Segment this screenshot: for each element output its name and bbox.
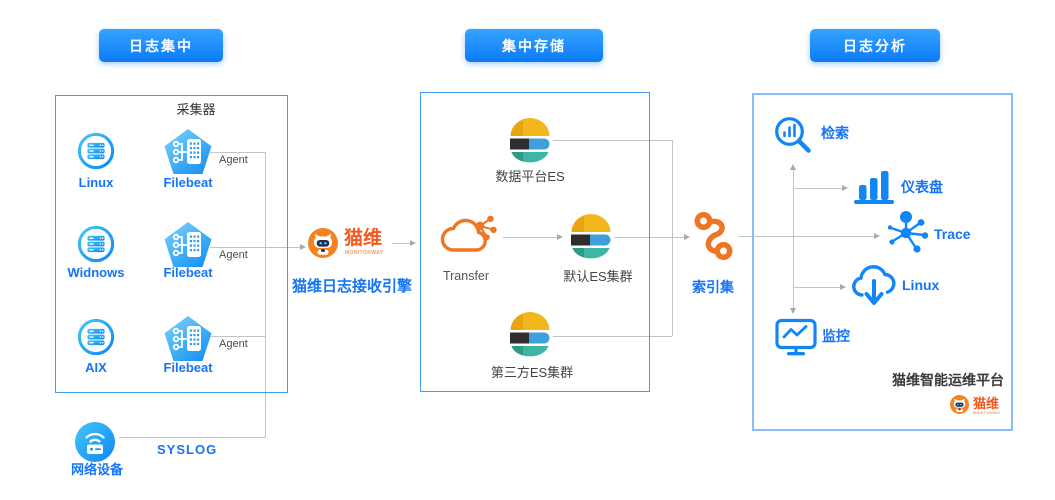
arrowhead-to-store <box>410 240 416 246</box>
stage-button-store-label: 集中存储 <box>502 37 566 54</box>
stage-button-collect-label: 日志集中 <box>129 37 193 54</box>
maowei-logo-icon <box>950 395 969 414</box>
engine-to-store-line <box>392 243 410 244</box>
index-set-label: 索引集 <box>692 279 734 295</box>
agent-label: Filebeat <box>163 265 213 280</box>
maowei-logo-icon <box>308 228 338 258</box>
branch-linux-line <box>793 287 840 288</box>
arrowhead-to-default-es <box>557 234 563 240</box>
transfer-icon <box>440 215 497 252</box>
agent-tag: Agent <box>219 249 248 261</box>
store-box <box>420 92 650 392</box>
indexset-to-analysis-line <box>738 236 874 237</box>
third-es-label: 第三方ES集群 <box>490 365 574 380</box>
linux-label: Linux <box>902 277 940 293</box>
agent-line-1 <box>210 152 265 153</box>
os-label: Widnows <box>67 265 125 280</box>
elasticsearch-icon <box>510 312 550 357</box>
third-es-out-line <box>553 336 672 337</box>
agent-label: Filebeat <box>163 360 213 375</box>
branch-dashboard-line <box>793 188 842 189</box>
stage-button-store: 集中存储 <box>465 29 603 62</box>
syslog-line <box>119 437 265 438</box>
default-es-label: 默认ES集群 <box>563 269 633 284</box>
stage-button-collect: 日志集中 <box>99 29 223 62</box>
agent-line-3 <box>210 336 265 337</box>
arrowhead-to-trace <box>874 233 880 239</box>
agent-tag: Agent <box>219 338 248 350</box>
analyze-box <box>752 93 1013 431</box>
analysis-distributor-line <box>793 170 794 308</box>
syslog-label: SYSLOG <box>157 442 218 457</box>
server-icon <box>77 132 115 170</box>
collector-title: 采集器 <box>176 102 216 117</box>
transfer-label: Transfer <box>442 269 490 283</box>
trace-label: Trace <box>934 226 971 242</box>
elasticsearch-icon <box>510 118 550 163</box>
transfer-to-es-line <box>503 237 557 238</box>
trace-icon <box>887 211 929 253</box>
filebeat-icon <box>164 316 212 361</box>
server-icon <box>77 318 115 356</box>
arrowhead-to-indexset <box>684 234 690 240</box>
linux-cloud-icon <box>852 265 896 305</box>
agent-tag: Agent <box>219 154 248 166</box>
search-icon <box>775 117 811 153</box>
arrowhead-to-monitor <box>790 308 796 314</box>
left-bus-line <box>265 152 266 438</box>
network-device-label: 网络设备 <box>70 462 124 477</box>
right-bus-line <box>672 140 673 336</box>
arrowhead-to-linux <box>840 284 846 290</box>
platform-brand: 猫维 <box>973 396 1000 411</box>
arrowhead-to-search <box>790 164 796 170</box>
data-es-label: 数据平台ES <box>495 169 565 184</box>
filebeat-icon <box>164 129 212 174</box>
elasticsearch-icon <box>571 214 611 259</box>
data-es-out-line <box>553 140 672 141</box>
search-label: 检索 <box>821 125 849 141</box>
stage-button-analyze-label: 日志分析 <box>843 37 907 54</box>
os-label: Linux <box>78 175 114 190</box>
dashboard-icon <box>854 171 894 204</box>
server-icon <box>77 225 115 263</box>
index-set-icon <box>694 212 733 260</box>
stage-button-analyze: 日志分析 <box>810 29 940 62</box>
engine-label: 猫维日志接收引擎 <box>291 278 413 295</box>
arrowhead-to-dashboard <box>842 185 848 191</box>
engine-brand: 猫维 <box>344 228 383 249</box>
monitor-icon <box>775 318 817 356</box>
network-device-icon <box>75 422 115 462</box>
filebeat-icon <box>164 222 212 267</box>
dashboard-label: 仪表盘 <box>901 179 943 195</box>
collect-box <box>55 95 288 393</box>
platform-title: 猫维智能运维平台 <box>892 372 1004 388</box>
monitor-label: 监控 <box>822 328 850 344</box>
agent-line-2 <box>210 247 300 248</box>
agent-label: Filebeat <box>163 175 213 190</box>
platform-brand-sub: MONITORWAY <box>973 411 1002 415</box>
arrowhead-to-engine <box>300 244 306 250</box>
engine-brand-sub: MONITORWAY <box>345 250 384 256</box>
os-label: AIX <box>85 360 107 375</box>
